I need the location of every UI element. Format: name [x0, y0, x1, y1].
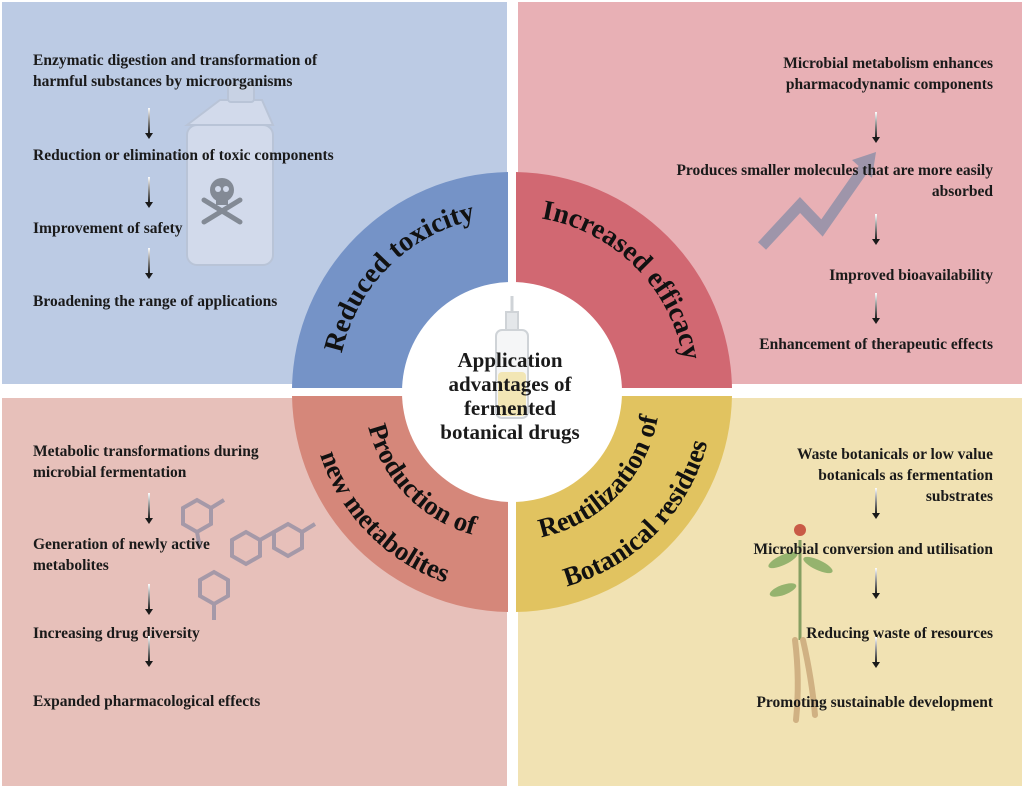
down-arrow-icon	[872, 568, 880, 599]
down-arrow-icon	[145, 584, 153, 615]
tr-step-1-line-1: Microbial metabolism enhances	[783, 55, 993, 72]
ring-segment-new-metabolites	[292, 396, 508, 612]
br-step-2: Microbial conversion and utilisation	[753, 541, 993, 558]
center-title-line-3: fermented	[463, 396, 557, 420]
ginseng-plant-icon	[768, 524, 833, 723]
down-arrow-icon	[145, 636, 153, 667]
down-arrow-icon	[872, 488, 880, 519]
bioreactor-icon	[495, 296, 529, 419]
down-arrow-icon	[872, 214, 880, 245]
br-step-4: Promoting sustainable development	[756, 694, 993, 711]
ring-segment-botanical-residues	[516, 396, 732, 612]
down-arrow-icon	[872, 112, 880, 143]
down-arrow-icon	[145, 248, 153, 279]
tr-step-2-line-2: absorbed	[931, 183, 993, 200]
tl-step-1-line-1: Enzymatic digestion and transformation o…	[33, 52, 318, 69]
tr-step-2-line-1: Produces smaller molecules that are more…	[676, 162, 993, 179]
tr-step-3: Improved bioavailability	[829, 267, 993, 284]
tr-step-1-line-2: pharmacodynamic components	[785, 76, 993, 93]
bl-step-1-line-1: Metabolic transformations during	[33, 443, 259, 460]
down-arrow-icon	[145, 108, 153, 139]
br-step-1-line-2: botanicals as fermentation	[818, 467, 993, 484]
bl-step-2-line-2: metabolites	[33, 557, 109, 574]
bl-step-2-line-1: Generation of newly active	[33, 536, 210, 553]
tl-step-1-line-2: harmful substances by microorganisms	[33, 73, 293, 90]
br-step-1-line-1: Waste botanicals or low value	[796, 446, 993, 463]
down-arrow-icon	[145, 177, 153, 208]
molecule-icon	[181, 497, 317, 620]
br-step-1-line-3: substrates	[925, 488, 993, 505]
trend-arrow-icon	[757, 152, 876, 250]
bl-step-3: Increasing drug diversity	[33, 625, 200, 642]
tl-step-4: Broadening the range of applications	[33, 293, 278, 310]
poison-jug-icon	[184, 83, 275, 266]
br-step-3: Reducing waste of resources	[806, 625, 993, 642]
ring-segment-increased-efficacy	[516, 172, 732, 388]
down-arrow-icon	[145, 493, 153, 524]
bl-step-1-line-2: microbial fermentation	[33, 464, 187, 481]
center-title: Application advantages of fermented bota…	[415, 348, 605, 444]
tl-step-3: Improvement of safety	[33, 220, 183, 237]
ring-segment-reduced-toxicity	[292, 172, 508, 388]
down-arrow-icon	[872, 637, 880, 668]
center-title-line-1: Application	[457, 348, 563, 372]
center-title-line-4: botanical drugs	[440, 420, 580, 444]
tr-step-4: Enhancement of therapeutic effects	[759, 336, 993, 353]
center-title-line-2: advantages of	[448, 372, 572, 396]
bl-step-4: Expanded pharmacological effects	[33, 693, 261, 710]
tl-step-2: Reduction or elimination of toxic compon…	[33, 147, 334, 164]
down-arrow-icon	[872, 293, 880, 324]
